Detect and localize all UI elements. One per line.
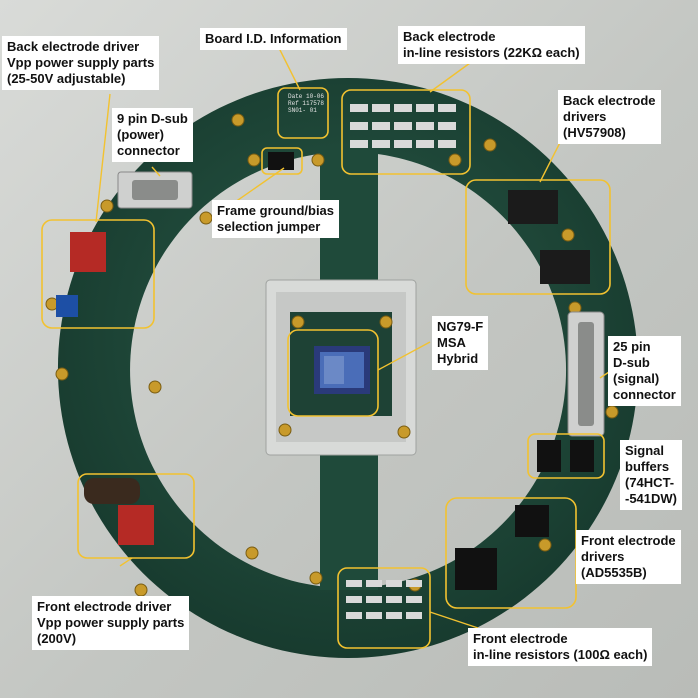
label-signal-buffers: Signal buffers (74HCT- -541DW) (620, 440, 683, 510)
back-resistor-array (350, 104, 456, 148)
front-vpp-electrolytic-capacitor (84, 478, 140, 504)
back-driver-ic-1 (508, 190, 558, 224)
front-resistor-array (346, 580, 422, 619)
label-jumper: Frame ground/bias selection jumper (212, 200, 340, 238)
label-power-connector: 9 pin D-sub (power) connector (112, 108, 193, 162)
front-driver-ic-2 (455, 548, 497, 590)
label-back-drivers: Back electrode drivers (HV57908) (558, 90, 661, 144)
signal-buffer-ic-2 (570, 440, 594, 472)
label-hybrid: NG79-F MSA Hybrid (432, 316, 489, 370)
bias-jumper (268, 152, 294, 170)
label-back-vpp-supply: Back electrode driver Vpp power supply p… (2, 36, 160, 90)
back-vpp-red-capacitor (70, 232, 106, 272)
front-driver-ic-1 (515, 505, 549, 537)
label-front-vpp-supply: Front electrode driver Vpp power supply … (32, 596, 190, 650)
label-back-resistors: Back electrode in-line resistors (22KΩ e… (398, 26, 585, 64)
label-front-drivers: Front electrode drivers (AD5535B) (576, 530, 681, 584)
adjust-potentiometer (56, 295, 78, 317)
mounting-holes (45, 113, 619, 597)
label-front-resistors: Front electrode in-line resistors (100Ω … (468, 628, 653, 666)
signal-buffer-ic-1 (537, 440, 561, 472)
front-vpp-red-capacitor (118, 505, 154, 545)
back-driver-ic-2 (540, 250, 590, 284)
label-board-id: Board I.D. Information (200, 28, 347, 50)
label-signal-connector: 25 pin D-sub (signal) connector (608, 336, 681, 406)
highlight-boxes (41, 87, 611, 649)
